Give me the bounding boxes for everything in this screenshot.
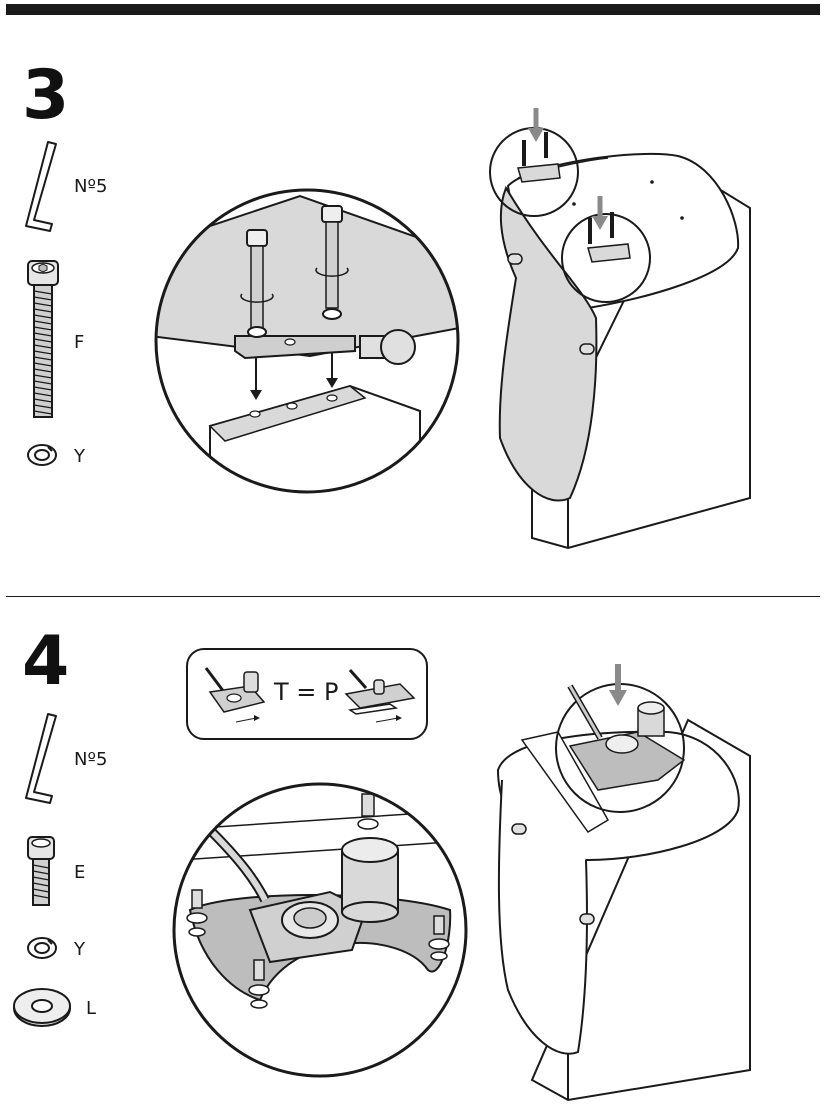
spring-washer-icon <box>27 444 57 466</box>
hex-key-icon <box>25 141 57 232</box>
step3-chair-illustration <box>489 108 751 550</box>
part-label-washer-y: Y <box>74 446 85 467</box>
flat-washer-icon <box>13 988 71 1027</box>
mechanism-equivalence-box: T = P <box>186 648 428 740</box>
top-rule <box>6 4 820 15</box>
part-label-washer-l: L <box>86 998 97 1019</box>
part-label-bolt-f: F <box>74 332 85 353</box>
mechanism-equation: T = P <box>274 678 339 706</box>
hex-key-icon <box>25 713 57 804</box>
long-bolt-icon <box>27 260 59 418</box>
step4-detail-view <box>172 782 468 1078</box>
short-bolt-icon <box>27 836 55 906</box>
step3-detail-view <box>154 188 460 494</box>
step4-chair-illustration <box>496 664 751 1102</box>
step-divider <box>6 596 820 597</box>
mechanism-p-icon <box>344 669 416 723</box>
part-label-hex-key: Nº5 <box>74 176 108 197</box>
spring-washer-icon <box>27 937 57 959</box>
part-label-washer-y: Y <box>74 939 85 960</box>
mechanism-t-icon <box>204 667 266 723</box>
part-label-hex-key: Nº5 <box>74 749 108 770</box>
part-label-bolt-e: E <box>74 862 86 883</box>
step-4-number: 4 <box>22 622 70 701</box>
step-3-number: 3 <box>22 56 70 135</box>
